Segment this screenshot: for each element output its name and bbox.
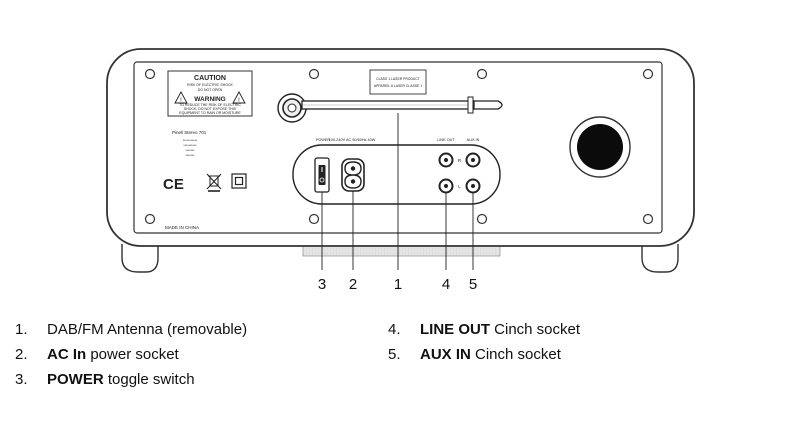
legend-item: 4.LINE OUT Cinch socket	[388, 321, 581, 338]
svg-text:TO REDUCE THE RISK OF ELECTRIC: TO REDUCE THE RISK OF ELECTRIC	[179, 103, 241, 107]
screw-icon	[308, 68, 320, 80]
svg-text:WARNING: WARNING	[194, 96, 225, 103]
right-foot	[641, 244, 679, 273]
dab-fm-antenna	[277, 93, 503, 123]
svg-text:**********: **********	[183, 144, 197, 148]
callout-number: 2	[349, 276, 357, 293]
ce-mark-icon: CE	[163, 176, 184, 193]
screw-icon	[476, 213, 488, 225]
aux-in-panel-label: AUX IN	[467, 138, 480, 142]
legend-item: 5.AUX IN Cinch socket	[388, 346, 561, 363]
svg-text:EQUIPMENT TO RAIN OR MOISTURE: EQUIPMENT TO RAIN OR MOISTURE	[179, 111, 241, 115]
screw-icon	[476, 68, 488, 80]
svg-text:***********: ***********	[183, 139, 198, 143]
ac-inlet-socket[interactable]	[341, 158, 365, 192]
bass-reflex-port	[569, 116, 631, 178]
power-switch[interactable]	[314, 157, 330, 193]
screw-icon	[144, 213, 156, 225]
ac-panel-label: 100-240V AC 50/60Hz 40W	[329, 138, 376, 142]
svg-text:APPAREIL A LASER CLASSE 1: APPAREIL A LASER CLASSE 1	[374, 84, 422, 88]
legend-item: 1.DAB/FM Antenna (removable)	[15, 321, 248, 338]
screw-icon	[308, 213, 320, 225]
left-foot	[121, 244, 159, 273]
line-out-panel-label: LINE OUT	[437, 138, 455, 142]
double-insulation-icon	[231, 173, 247, 189]
aux-in-jacks[interactable]	[465, 152, 481, 194]
svg-text:CLASS 1 LASER PRODUCT: CLASS 1 LASER PRODUCT	[376, 77, 420, 81]
screw-icon	[642, 213, 654, 225]
callout-number: 4	[442, 276, 450, 293]
warning-triangle-icon	[174, 91, 188, 104]
screw-icon	[144, 68, 156, 80]
svg-text:Pinell Stereo 701: Pinell Stereo 701	[172, 130, 207, 135]
certification-marks: CE	[163, 173, 247, 193]
warning-triangle-icon	[232, 91, 246, 104]
svg-text:SHOCK, DO NOT EXPOSE THIS: SHOCK, DO NOT EXPOSE THIS	[184, 107, 237, 111]
svg-text:*******: *******	[185, 154, 195, 158]
callout-number: 3	[318, 276, 326, 293]
screws	[144, 68, 654, 225]
component-legend: 1.DAB/FM Antenna (removable) 2.AC In pow…	[0, 305, 800, 420]
svg-text:*******: *******	[185, 149, 195, 153]
line-out-jacks[interactable]	[438, 152, 454, 194]
callout-number: 1	[394, 276, 402, 293]
legend-column-left: 1.DAB/FM Antenna (removable) 2.AC In pow…	[15, 317, 247, 392]
model-info: Pinell Stereo 701 *********** **********…	[172, 130, 207, 158]
legend-item: 3.POWER toggle switch	[15, 371, 195, 388]
made-in-label: MADE IN CHINA	[165, 225, 199, 230]
legend-item: 2.AC In power socket	[15, 346, 179, 363]
svg-text:RISK OF ELECTRIC SHOCK: RISK OF ELECTRIC SHOCK	[187, 83, 233, 87]
laser-label: CLASS 1 LASER PRODUCT APPAREIL A LASER C…	[369, 69, 427, 95]
callout-lines	[321, 113, 474, 270]
svg-text:CAUTION: CAUTION	[194, 75, 226, 82]
radio-rear-diagram: ! ! CAUTION RISK OF ELECTRIC SHOCK DO NO…	[106, 48, 695, 293]
svg-text:!: !	[238, 98, 240, 104]
svg-text:!: !	[180, 98, 182, 104]
screw-icon	[642, 68, 654, 80]
l-channel-label: L	[458, 184, 461, 189]
legend-column-right: 4.LINE OUT Cinch socket 5.AUX IN Cinch s…	[388, 317, 580, 367]
power-panel-label: POWER	[316, 138, 331, 142]
weee-bin-icon	[206, 173, 222, 192]
caution-label: ! ! CAUTION RISK OF ELECTRIC SHOCK DO NO…	[167, 70, 253, 117]
svg-text:DO NOT OPEN: DO NOT OPEN	[198, 88, 223, 92]
r-channel-label: R	[458, 158, 462, 163]
callout-number: 5	[469, 276, 477, 293]
